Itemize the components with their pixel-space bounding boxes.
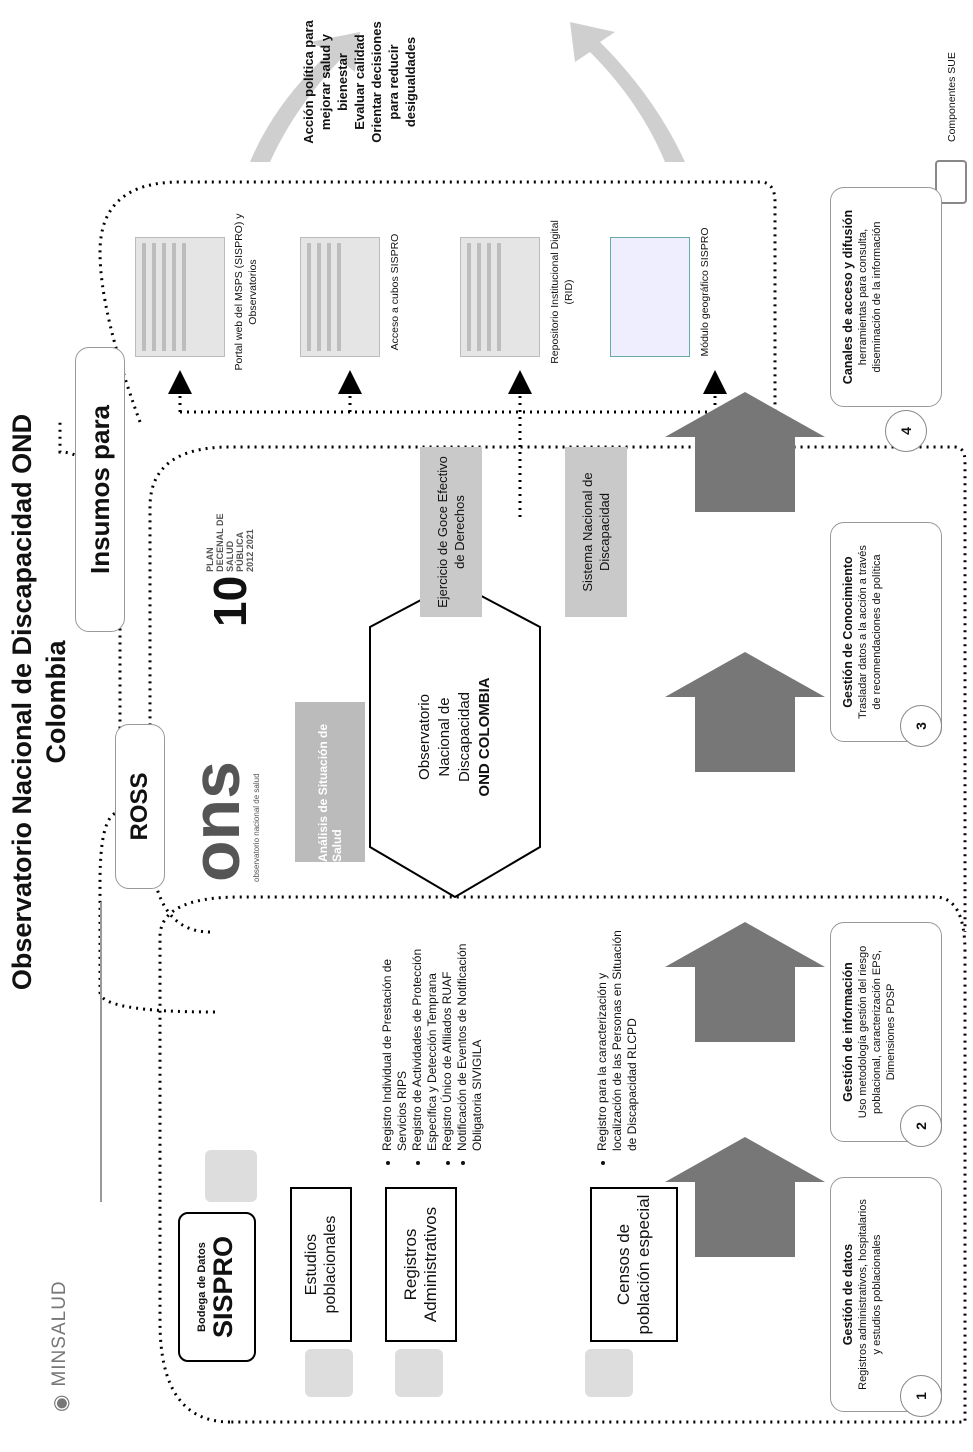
sispro-top-label: Bodega de Datos <box>195 1242 208 1332</box>
ross-label: ROSS <box>126 772 153 841</box>
page-title: Observatorio Nacional de Discapacidad ON… <box>5 342 85 1062</box>
insumos-box: Insumos para <box>75 347 125 632</box>
outcome-line: desigualdades <box>403 36 418 128</box>
component-number: 4 <box>885 410 927 452</box>
outcome-line: bienestar <box>335 53 350 111</box>
rid-screenshot <box>460 237 540 357</box>
plan-years: 2012 2021 <box>245 529 255 572</box>
registros-icon <box>395 1349 443 1397</box>
insumos-label: Insumos para <box>84 404 115 575</box>
outcome-line: para reducir <box>386 44 401 120</box>
title-line-1: Observatorio Nacional de Discapacidad ON… <box>7 413 37 991</box>
flow-arrow-1 <box>665 1137 825 1257</box>
plan-number: 10 <box>204 575 256 627</box>
outcome-line: mejorar salud y <box>318 33 333 131</box>
outcome-line: Orientar decisiones <box>369 21 384 143</box>
plan-text: PLAN DECENAL DE SALUD PÚBLICA <box>205 513 245 572</box>
legend-label: Componentes SUE <box>946 52 958 142</box>
estudios-label: Estudios poblacionales <box>303 1215 339 1314</box>
component-number: 3 <box>900 705 942 747</box>
channel-label: Portal web del MSPS (SISPRO) y Observato… <box>233 213 259 371</box>
sistema-label: Sistema Nacional de Discapacidad <box>580 472 612 592</box>
censos-icon <box>585 1349 633 1397</box>
outcome-line: Evaluar calidad <box>352 34 367 130</box>
ross-connector <box>58 422 216 1014</box>
outcome-text: Acción política para mejorar salud y bie… <box>300 12 419 152</box>
list-item: Registro para la caracterización y local… <box>595 927 640 1151</box>
list-item: Registro de Actividades de Protección Es… <box>410 927 440 1151</box>
ons-logo-text: ons <box>178 761 254 882</box>
goce-label: Ejercicio de Goce Efectivo de Derechos <box>435 456 467 608</box>
sispro-box: Bodega de Datos SISPRO <box>178 1212 256 1362</box>
sistema-box: Sistema Nacional de Discapacidad <box>565 447 627 617</box>
channel-label: Acceso a cubos SISPRO <box>389 233 401 351</box>
component-title: Gestión de Conocimiento <box>841 556 855 708</box>
censos-label: Censos de población especial <box>614 1194 653 1335</box>
portal-screenshot <box>135 237 225 357</box>
registros-list: Registro Individual de Prestación de Ser… <box>380 927 560 1167</box>
ross-box: ROSS <box>115 724 165 889</box>
cubos-screenshot <box>300 237 380 357</box>
estudios-box: Estudios poblacionales <box>290 1187 352 1342</box>
component-body: Uso metodología gestión del riesgo pobla… <box>857 945 897 1119</box>
flow-arrows <box>665 392 825 1257</box>
outcome-arrow-left <box>250 32 360 162</box>
ons-logo-caption: observatorio nacional de salud <box>252 773 261 882</box>
datos-region-border <box>158 895 967 1424</box>
ond-line: Nacional de <box>436 697 453 777</box>
component-body: herramientas para consulta, diseminación… <box>857 221 883 373</box>
flow-arrow-3 <box>665 652 825 772</box>
asis-logo: Análisis de Situación de Salud <box>295 702 365 862</box>
shield-icon: ◉ <box>49 1394 72 1412</box>
component-number: 2 <box>900 1105 942 1147</box>
ond-label: Observatorio Nacional de Discapacidad ON… <box>380 627 530 847</box>
component-body: Trasladar datos a la acción a través de … <box>857 545 883 719</box>
list-item: Registro Único de Afiliados RUAF <box>440 927 455 1151</box>
censos-box: Censos de población especial <box>590 1187 678 1342</box>
ond-line: Observatorio <box>416 694 433 780</box>
outcome-line: Acción política para <box>301 20 316 144</box>
flow-arrow-4 <box>665 392 825 512</box>
plan-decenal-logo: 10 PLAN DECENAL DE SALUD PÚBLICA 2012 20… <box>190 507 270 627</box>
sispro-main-label: SISPRO <box>207 1235 238 1339</box>
minsalud-text: MINSALUD <box>49 1280 70 1387</box>
registros-label: Registros Administrativos <box>401 1206 440 1323</box>
map-icon <box>610 237 690 357</box>
channel-label: Repositorio Institucional Digital (RID) <box>549 220 575 364</box>
minsalud-logo: ◉ MINSALUD <box>40 1112 80 1412</box>
list-item: Registro Individual de Prestación de Ser… <box>380 927 410 1151</box>
component-title: Gestión de información <box>841 962 855 1102</box>
goce-box: Ejercicio de Goce Efectivo de Derechos <box>420 447 482 617</box>
title-line-2: Colombia <box>41 640 71 764</box>
ond-line: OND COLOMBIA <box>476 677 493 797</box>
database-icon <box>205 1150 257 1202</box>
estudios-icon <box>305 1349 353 1397</box>
ons-logo: ons observatorio nacional de salud <box>178 732 280 882</box>
list-item: Notificación de Eventos de Notificación … <box>455 927 485 1151</box>
asis-logo-text: Análisis de Situación de Salud <box>316 723 344 862</box>
flow-arrow-2 <box>665 922 825 1042</box>
component-4: Canales de acceso y difusión herramienta… <box>830 187 942 407</box>
component-number: 1 <box>900 1375 942 1417</box>
ond-region-border <box>148 445 967 934</box>
component-title: Canales de acceso y difusión <box>841 209 855 385</box>
censos-list: Registro para la caracterización y local… <box>595 927 685 1167</box>
ond-line: Discapacidad <box>456 691 473 783</box>
header-divider <box>100 902 102 1202</box>
channel-label: Módulo geográfico SISPRO <box>699 227 711 357</box>
component-title: Gestión de datos <box>841 1243 855 1346</box>
component-body: Registros administrativos, hospitalarios… <box>857 1199 883 1390</box>
registros-box: Registros Administrativos <box>385 1187 457 1342</box>
outcome-arrow-right <box>570 22 685 162</box>
